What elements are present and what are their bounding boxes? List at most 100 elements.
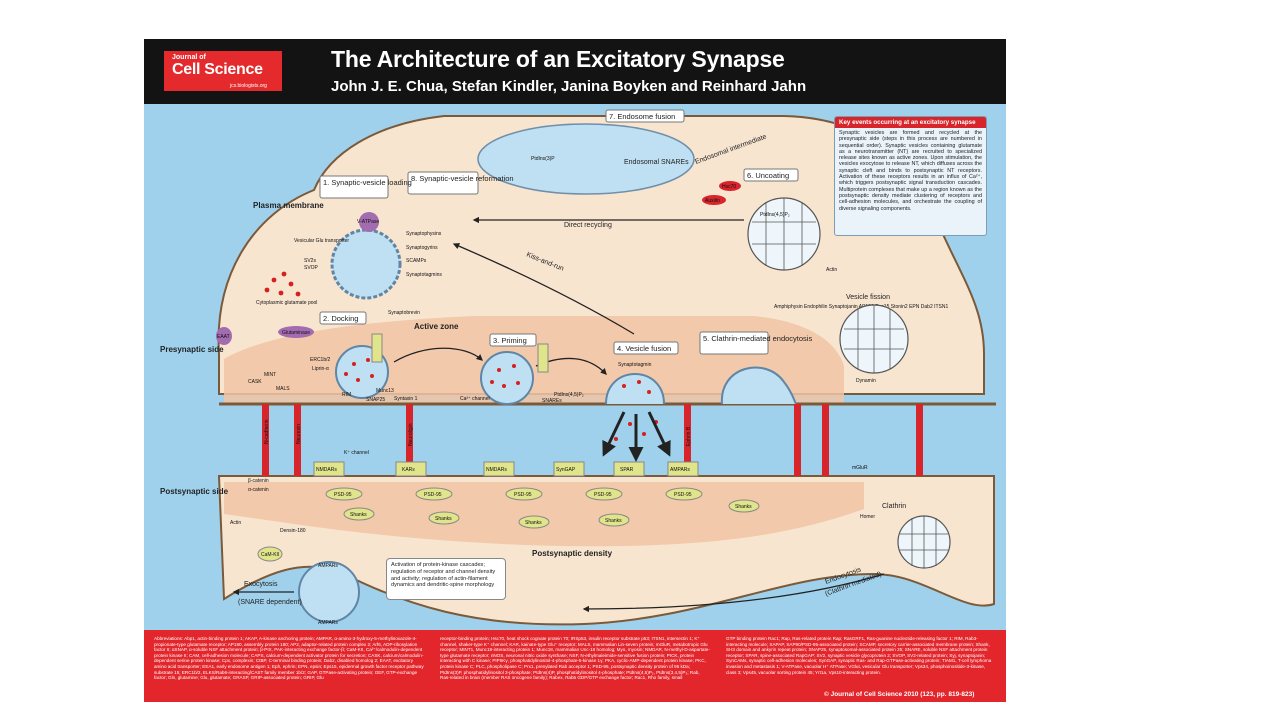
label-cask: CASK	[248, 379, 262, 385]
arrow-kiss-and-run	[452, 243, 635, 335]
label-synaptobrevin: Synaptobrevin	[388, 310, 420, 316]
label-auxilin: Auxilin	[705, 198, 720, 204]
label-shanks-4: Shanks	[605, 518, 622, 524]
label-ptdins3p: PtdIns(3)P	[531, 156, 555, 162]
step-5-label: 5. Clathrin-mediated endocytosis	[703, 334, 812, 343]
label-sv2s: SV2s	[304, 258, 316, 264]
label-presynaptic-side: Presynaptic side	[160, 345, 224, 354]
arrow-docking-to-priming	[393, 347, 483, 363]
label-n-cadherin: N-cadherin	[264, 419, 270, 444]
label-snare-dependent: (SNARE dependent)	[238, 599, 302, 606]
label-mint: MINT	[264, 372, 276, 378]
step-7-box	[605, 109, 685, 123]
label-glutaminase: Glutaminase	[282, 330, 310, 336]
label-synaptophysins: Synaptophysins	[406, 231, 442, 237]
glutamate-pool-dots	[264, 271, 301, 297]
step-1-label: 1. Synaptic-vesicle loading	[323, 178, 412, 187]
label-psd95-5: PSD-95	[674, 492, 692, 498]
copyright-notice: © Journal of Cell Science 2010 (123, pp.…	[824, 691, 975, 698]
auxilin-blob	[702, 195, 726, 205]
key-events-text: Synaptic vesicles are formed and recycle…	[839, 130, 982, 212]
label-synaptotagmins: Synaptotagmins	[406, 272, 442, 278]
label-active-zone: Active zone	[414, 322, 459, 331]
label-exocytosis: Exocytosis	[244, 581, 278, 588]
label-direct-recycling: Direct recycling	[564, 222, 612, 229]
journal-logo-name: Cell Science	[172, 61, 263, 78]
label-postsynaptic-density: Postsynaptic density	[532, 549, 613, 558]
label-synaptotagmin: Synaptotagmin	[618, 362, 652, 368]
step-3-label: 3. Priming	[493, 336, 527, 345]
label-hsc70: Hsc70	[722, 184, 736, 190]
docking-vesicle-nt	[344, 358, 374, 382]
label-psd95-1: PSD-95	[334, 492, 352, 498]
clathrin-cage-uncoating	[747, 197, 821, 271]
abbreviations-column-1: Abbreviations: Abp1, actin-binding prote…	[154, 636, 424, 681]
step-4-label: 4. Vesicle fusion	[617, 344, 671, 353]
label-ptdins-uncoating: PtdIns(4,5)P₂	[760, 212, 790, 218]
vesicle-fusion	[605, 373, 665, 405]
recycling-endosome-post	[298, 561, 360, 623]
label-nmdars-1: NMDARs	[316, 467, 337, 473]
synapse-diagram: Endosomal SNAREs PtdIns(3)P 7. Endosome …	[160, 109, 996, 626]
activation-box: Activation of protein-kinase cascades; r…	[386, 558, 506, 600]
released-nt	[614, 380, 658, 441]
label-actin-pre: Actin	[826, 267, 837, 273]
journal-logo-small-text: Journal of	[172, 54, 206, 61]
postsynaptic-density-band	[224, 482, 864, 547]
label-syntaxin: Syntaxin 1	[394, 396, 418, 402]
label-snap25: SNAP25	[366, 397, 385, 403]
vatpase-blob	[359, 212, 379, 232]
label-liprin: Liprin-α	[312, 366, 329, 372]
label-k-channel: K⁺ channel	[344, 450, 369, 456]
vesicle-priming	[480, 351, 534, 405]
label-neuroligin: Neuroligin	[408, 423, 414, 446]
step-5-box	[699, 331, 769, 355]
journal-logo-url: jcs.biologists.org	[230, 83, 267, 89]
arrow-nt-release-1	[602, 411, 626, 457]
glutaminase-blob	[278, 326, 314, 338]
label-psd95-4: PSD-95	[594, 492, 612, 498]
step-6-box	[743, 168, 799, 182]
arrow-nt-release-3	[647, 411, 671, 457]
label-b-catenin: β-catenin	[248, 478, 269, 484]
label-vesicle-fission: Vesicle fission	[846, 294, 890, 301]
step-6-label: 6. Uncoating	[747, 171, 789, 180]
label-rim: RIM	[342, 392, 351, 398]
label-kars: KARs	[402, 467, 415, 473]
label-nmdars-2: NMDARs	[486, 467, 507, 473]
abbreviations-footer: Abbreviations: Abp1, actin-binding prote…	[144, 630, 1006, 702]
poster-header: Journal of Cell Science jcs.biologists.o…	[144, 39, 1006, 104]
step-2-box	[319, 311, 367, 325]
poster-authors: John J. E. Chua, Stefan Kindler, Janina …	[331, 78, 807, 95]
label-syngap: SynGAP	[556, 467, 576, 473]
label-actin-post: Actin	[230, 520, 241, 526]
abbreviations-column-2: receptor-binding protein; Hsc70, heat sh…	[440, 636, 710, 681]
label-mals: MALS	[276, 386, 290, 392]
label-psd95-3: PSD-95	[514, 492, 532, 498]
label-ampars-1: AMPARs	[670, 467, 690, 473]
label-psd95-2: PSD-95	[424, 492, 442, 498]
clathrin-cage-postsynaptic	[897, 515, 951, 569]
label-a-catenin: α-catenin	[248, 487, 269, 493]
label-scamps: SCAMPs	[406, 258, 427, 264]
label-shanks-3: Shanks	[525, 520, 542, 526]
label-ca-channel: Ca²⁺ channel	[460, 396, 490, 402]
psd95-scaffolds	[325, 487, 703, 501]
eaat-blob	[216, 327, 232, 345]
poster: Journal of Cell Science jcs.biologists.o…	[144, 39, 1006, 702]
key-events-box: Key events occurring at an excitatory sy…	[834, 116, 987, 236]
label-shanks-5: Shanks	[735, 504, 752, 510]
label-postsynaptic-side: Postsynaptic side	[160, 487, 229, 496]
label-ampars-endosome-1: AMPARs	[318, 563, 338, 569]
camkii-blob	[257, 546, 283, 562]
step-8-box	[407, 171, 479, 195]
adhesion-molecules	[262, 404, 923, 476]
label-neurexin: Neurexin	[296, 424, 302, 444]
label-shanks-1: Shanks	[350, 512, 367, 518]
journal-logo: Journal of Cell Science jcs.biologists.o…	[164, 51, 282, 91]
label-erc: ERC1b/2	[310, 357, 331, 363]
label-mglur: mGluR	[852, 465, 868, 471]
label-shanks-2: Shanks	[435, 516, 452, 522]
clathrin-cage-fission	[839, 304, 909, 374]
abbreviations-column-3: GTP binding protein Rac1; Rap, Ras-relat…	[726, 636, 992, 675]
